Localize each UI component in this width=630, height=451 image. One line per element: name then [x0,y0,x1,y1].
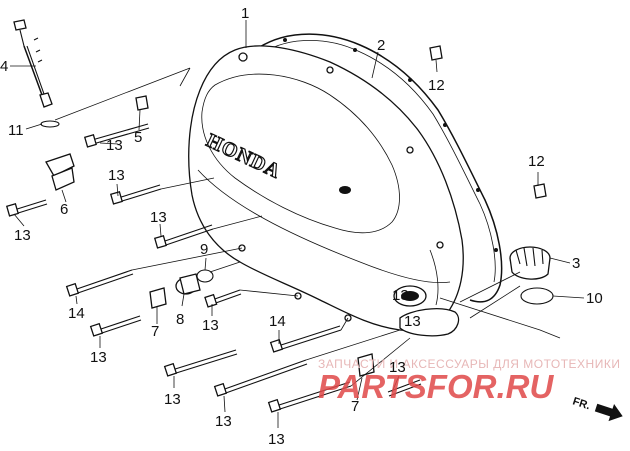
watermark-tagline: ЗАПЧАСТИ И АКСЕССУАРЫ ДЛЯ МОТОТЕХНИКИ [318,357,620,371]
direction-label: FR. [571,395,592,412]
callout-13-a: 13 [106,137,123,154]
callout-14-right: 14 [269,313,286,330]
callout-10: 10 [586,290,603,307]
callout-12-lower: 12 [528,153,545,170]
filler-cap-o-ring [520,287,554,305]
clamp-left [149,287,167,309]
dowel-pin-upper [429,45,443,61]
callout-13-e: 13 [202,317,219,334]
o-ring-part [40,120,60,128]
callout-12-upper: 12 [428,77,445,94]
plug-part [175,273,201,295]
callout-3: 3 [572,255,580,272]
callout-7-right: 7 [351,398,359,415]
callout-13-b: 13 [108,167,125,184]
callout-13-d: 13 [150,209,167,226]
gasket-part [257,33,503,303]
callout-6: 6 [60,201,68,218]
dowel-pin-lower [533,183,547,199]
dipstick-part [13,19,53,108]
callout-5: 5 [134,129,142,146]
callout-13-g: 13 [164,391,181,408]
collar-part [135,95,149,111]
callout-11: 11 [8,122,24,139]
bolts-group [5,123,422,413]
watermark-logo: PARTSFOR.RU [318,368,554,405]
leader-lines [10,20,585,428]
callout-4: 4 [0,58,8,75]
callout-13-h: 13 [215,413,232,430]
callouts: 1 2 3 4 5 6 7 7 8 9 10 11 12 12 13 13 13… [0,5,603,448]
callout-13-f: 13 [90,349,107,366]
callout-13-j: 13 [389,359,406,376]
callout-13-i: 13 [268,431,285,448]
callout-13-c: 13 [14,227,31,244]
callout-2: 2 [377,37,385,54]
callout-9: 9 [200,241,208,258]
damper-part [45,153,75,191]
oil-filler-cap-part [509,246,551,280]
callout-1: 1 [241,5,249,22]
callout-7-left: 7 [151,323,159,340]
callout-13-l: 13 [392,287,409,304]
callout-13-k: 13 [404,313,421,330]
callout-14-left: 14 [68,305,85,322]
front-direction-arrow: FR. [571,395,623,422]
callout-8: 8 [176,311,184,328]
watermark: ЗАПЧАСТИ И АКСЕССУАРЫ ДЛЯ МОТОТЕХНИКИ PA… [318,357,620,405]
crankcase-cover-part: HONDA [188,45,464,337]
